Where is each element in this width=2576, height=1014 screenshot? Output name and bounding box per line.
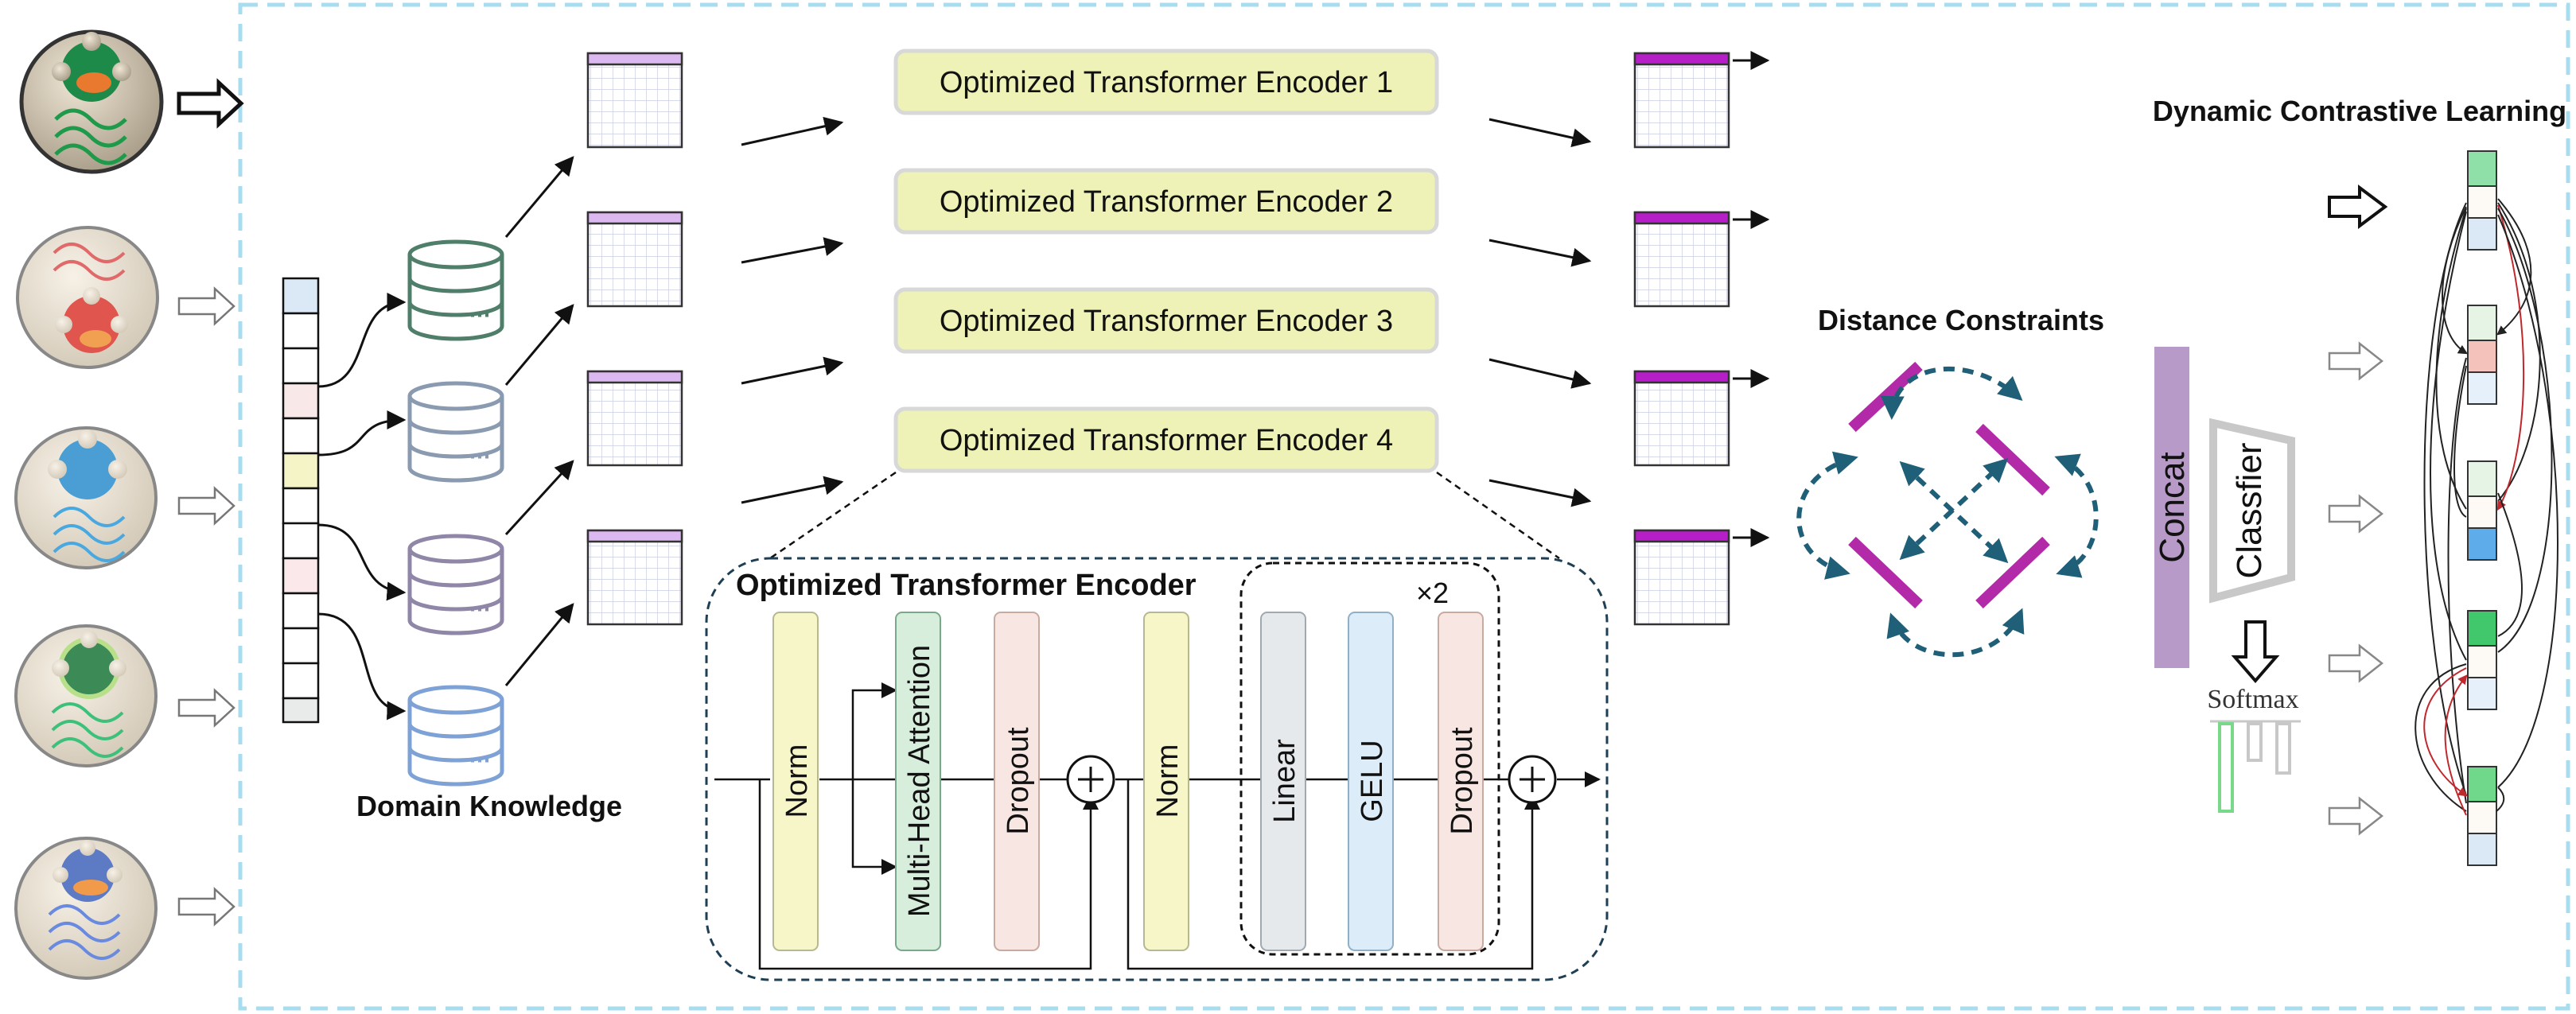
svg-text:Concat: Concat [2153, 452, 2192, 562]
token-column [282, 277, 320, 724]
matrix-to-encoder-arrows [741, 116, 844, 504]
dropout-block-1 [994, 612, 1040, 951]
dcl-label: Dynamic Contrastive Learning [2153, 95, 2566, 127]
svg-text:Multi-Head Attention: Multi-Head Attention [903, 645, 936, 917]
input-cells [14, 29, 244, 980]
domain-knowledge-label: Domain Knowledge [356, 790, 622, 822]
input-matrix-2 [586, 211, 683, 308]
gelu-block [1348, 612, 1394, 951]
cell-2 [16, 226, 159, 369]
norm-block-2 [1143, 612, 1189, 951]
encoder-detail-panel: Optimized Transformer Encoder ×2 Norm Mu… [705, 557, 1609, 981]
cell-3 [14, 426, 158, 569]
database-icon-1 [407, 239, 504, 341]
dcl-arrows [2328, 185, 2388, 836]
norm-block-1 [772, 612, 819, 951]
cell-arrow-2 [177, 286, 235, 326]
repeat-label: ×2 [1416, 577, 1449, 609]
softmax-label: Softmax [2207, 685, 2298, 714]
encoder-box-4: Optimized Transformer Encoder 4 [893, 406, 1439, 473]
detail-title: Optimized Transformer Encoder [736, 569, 1197, 602]
contrastive-links [2415, 198, 2558, 816]
database-icon-4 [407, 685, 504, 787]
embedding-stack-5 [2467, 766, 2497, 866]
embedding-stack-2 [2467, 305, 2497, 405]
input-matrix-1 [586, 52, 683, 149]
cell-arrow-5 [177, 887, 235, 927]
softmax-bars [2210, 720, 2301, 813]
cell-arrow-3 [177, 486, 235, 526]
db-to-matrix-arrows [504, 156, 574, 686]
svg-text:Norm: Norm [1151, 744, 1185, 818]
multi-head-attention-block [895, 612, 941, 951]
zoom-lines [769, 471, 1560, 560]
input-matrix-4 [586, 529, 683, 626]
classifier-block: Classfier [2209, 418, 2295, 604]
svg-text:GELU: GELU [1356, 740, 1389, 822]
classifier-down-arrow [2231, 620, 2280, 684]
encoder-box-1: Optimized Transformer Encoder 1 [893, 49, 1439, 115]
svg-text:Linear: Linear [1268, 739, 1302, 823]
outer-frame [238, 2, 2570, 1011]
linear-block [1260, 612, 1306, 951]
cell-1 [19, 29, 164, 174]
output-matrix-3 [1633, 369, 1770, 467]
database-icon-2 [407, 381, 504, 483]
distance-constraints-label: Distance Constraints [1818, 304, 2104, 336]
embedding-stack-4 [2467, 610, 2497, 710]
svg-text:Optimized Transformer Encoder: Optimized Transformer Encoder 3 [940, 305, 1393, 338]
distance-constraints: Distance Constraints [1796, 304, 2104, 658]
token-to-db-arrows [317, 293, 407, 721]
output-matrix-2 [1633, 210, 1770, 308]
svg-text:Optimized Transformer Encoder: Optimized Transformer Encoder 1 [940, 66, 1393, 99]
encoder-to-output-arrows [1488, 118, 1592, 507]
cell-arrow-1 [177, 78, 244, 129]
embedding-stack-1 [2467, 150, 2497, 251]
svg-text:Optimized Transformer Encoder: Optimized Transformer Encoder 4 [940, 424, 1393, 457]
input-matrix-3 [586, 370, 683, 467]
output-matrix-1 [1633, 51, 1770, 149]
cell-arrow-4 [177, 688, 235, 728]
output-matrix-4 [1633, 528, 1770, 626]
svg-text:Optimized Transformer Encoder: Optimized Transformer Encoder 2 [940, 185, 1393, 219]
embedding-stack-3 [2467, 460, 2497, 561]
svg-text:Norm: Norm [780, 744, 814, 818]
svg-text:Classfier: Classfier [2230, 442, 2269, 578]
concat-block: Concat [2153, 347, 2192, 668]
database-icon-3 [407, 534, 504, 635]
dropout-block-2 [1438, 612, 1484, 951]
cell-5 [14, 837, 158, 980]
svg-text:Dropout: Dropout [1446, 727, 1479, 835]
encoder-box-2: Optimized Transformer Encoder 2 [893, 168, 1439, 235]
cell-4 [14, 624, 158, 767]
svg-text:Dropout: Dropout [1002, 727, 1035, 835]
encoder-box-3: Optimized Transformer Encoder 3 [893, 287, 1439, 354]
